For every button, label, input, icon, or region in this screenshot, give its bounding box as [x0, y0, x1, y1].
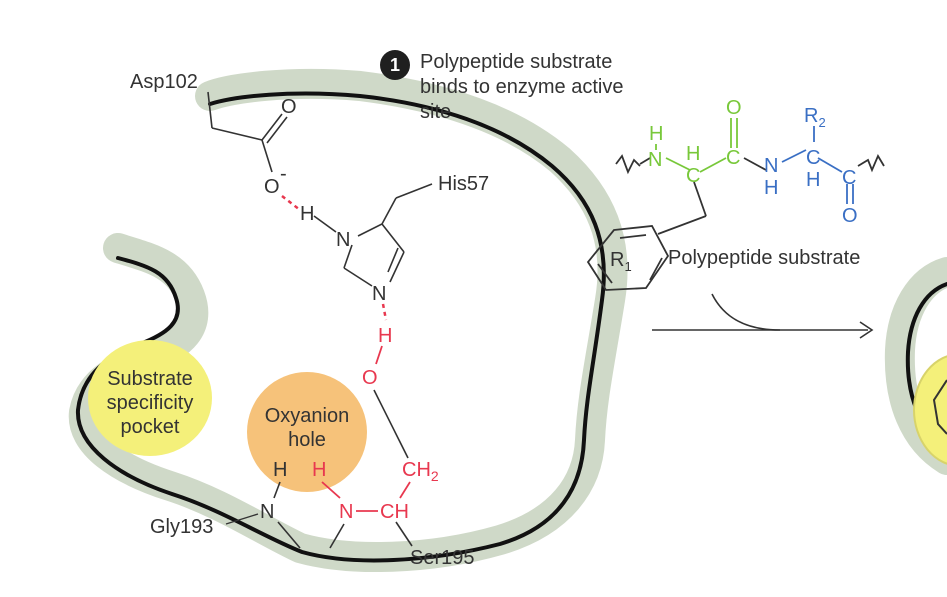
pocket-label-line2: specificity — [107, 392, 194, 414]
ser-backbone-hydrogen: H — [312, 459, 326, 481]
ser-nh-bond — [321, 481, 341, 499]
reaction-arrow-head — [859, 321, 874, 339]
ser-ch2: CH2 — [402, 459, 439, 484]
substrate-c-alpha1: C — [686, 165, 700, 187]
substrate-carbonyl-c2: C — [842, 167, 856, 189]
asp-carbonyl-oxygen: O — [281, 96, 297, 118]
ser-o-ch2-bond — [373, 389, 409, 459]
r2-label: R2 — [804, 105, 826, 130]
substrate-h-n2: H — [764, 177, 778, 199]
oxyanion-label-line2: hole — [288, 429, 326, 451]
ser-ch-backbone — [395, 521, 413, 547]
asp102-label: Asp102 — [130, 71, 198, 93]
specificity-pocket — [88, 340, 212, 456]
enzyme-outline — [75, 91, 606, 563]
ser-hydrogen: H — [378, 325, 392, 347]
r1-label: R1 — [610, 249, 632, 274]
gly-nh-bond — [273, 481, 281, 499]
gly-nitrogen: N — [260, 501, 274, 523]
oxyanion-hole — [247, 372, 367, 492]
gly-label-leader — [225, 513, 259, 525]
substrate-carbonyl-o2: O — [842, 205, 858, 227]
phenyl-ring — [586, 225, 670, 291]
substrate-h-alpha2: H — [806, 169, 820, 191]
asp102-side-chain — [207, 91, 288, 173]
hbond-his-ser — [381, 303, 388, 321]
pocket-label-line1: Substrate — [107, 368, 193, 390]
ser195-label: Ser195 — [410, 547, 475, 569]
substrate-h-alpha1: H — [686, 143, 700, 165]
his57-label: His57 — [438, 173, 489, 195]
ser-oxygen: O — [362, 367, 378, 389]
his-nitrogen-2: N — [372, 283, 386, 305]
gly193-label: Gly193 — [150, 516, 213, 538]
substrate-bonds — [615, 118, 885, 235]
ser-oh-bond — [375, 345, 383, 365]
gly-hydrogen: H — [273, 459, 287, 481]
substrate-h-amide: H — [649, 123, 663, 145]
his57-imidazole-ring — [313, 183, 433, 287]
ser-alpha-ch: CH — [380, 501, 409, 523]
substrate-n2: N — [764, 155, 778, 177]
substrate-carbonyl-c1: C — [726, 147, 740, 169]
ser-backbone-nitrogen: N — [339, 501, 353, 523]
oxyanion-label-line1: Oxyanion — [265, 405, 350, 427]
substrate-label: Polypeptide substrate — [668, 247, 860, 269]
next-step-ring-fragment — [932, 379, 947, 435]
hbond-asp-his — [281, 195, 301, 211]
gly-backbone-1 — [277, 521, 301, 549]
step-description: Polypeptide substrate binds to enzyme ac… — [420, 51, 624, 123]
step-number-badge: 1 — [380, 50, 410, 80]
his-nitrogen-1: N — [336, 229, 350, 251]
substrate-c-alpha2: C — [806, 147, 820, 169]
ser-ch2-ch-bond — [399, 481, 411, 499]
reaction-arrow-curve — [711, 293, 781, 331]
gly-backbone-2 — [329, 523, 345, 549]
enzyme-surface-band — [68, 68, 628, 572]
pocket-label-line3: pocket — [121, 416, 180, 438]
substrate-carbonyl-o1: O — [726, 97, 742, 119]
substrate-n1: N — [648, 149, 662, 171]
his-hydrogen: H — [300, 203, 314, 225]
asp-carboxylate-oxygen: O — [264, 176, 280, 198]
asp-negative-charge: - — [280, 163, 287, 185]
next-step-pocket — [913, 355, 947, 465]
